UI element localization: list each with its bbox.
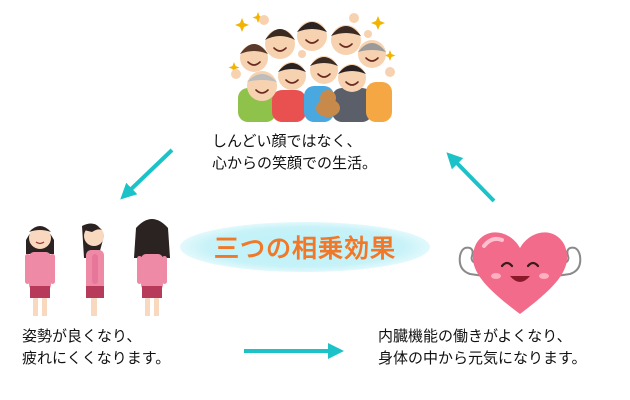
top-caption: しんどい顔ではなく、 心からの笑顔での生活。 bbox=[212, 132, 378, 172]
left-caption: 姿勢が良くなり、 疲れにくくなります。 bbox=[22, 327, 171, 367]
title-banner: 三つの相乗効果 bbox=[180, 222, 430, 272]
title-glow bbox=[180, 222, 430, 272]
posture-woman-illustration bbox=[25, 219, 170, 316]
heart-icon bbox=[472, 232, 568, 314]
right-caption: 内臓機能の働きがよくなり、 身体の中から元気になります。 bbox=[378, 327, 587, 367]
woman-front-view bbox=[25, 226, 55, 316]
woman-back-view bbox=[134, 219, 170, 316]
family-crowd-illustration bbox=[228, 12, 396, 122]
sparkle-icons bbox=[228, 12, 396, 73]
diagram-title: 三つの相乗効果 bbox=[213, 234, 396, 263]
heart-mascot-illustration bbox=[458, 232, 582, 314]
woman-side-view bbox=[82, 223, 104, 316]
